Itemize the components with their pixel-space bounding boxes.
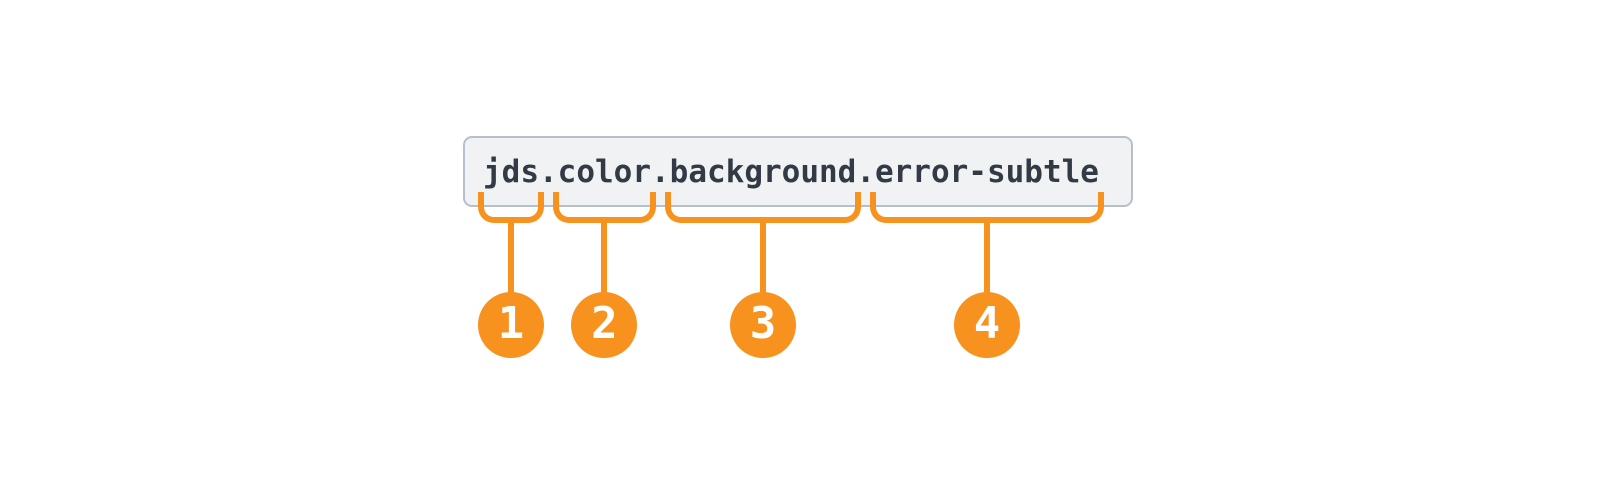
connector-line — [983, 218, 990, 293]
token-separator: . — [539, 153, 558, 190]
token-segment-category: color — [557, 153, 651, 190]
number-badge-3: 3 — [729, 292, 796, 358]
badge-label: 2 — [591, 297, 618, 349]
callout-namespace: 1 — [478, 192, 544, 358]
token-box: jds.color.background.error-subtle — [463, 136, 1133, 207]
badge-label: 1 — [497, 297, 525, 349]
badge-label: 4 — [973, 297, 1001, 349]
badge-label: 3 — [749, 297, 777, 349]
number-badge-2: 2 — [571, 292, 638, 358]
token-separator: . — [856, 153, 875, 190]
callout-variant: 4 — [869, 192, 1104, 358]
token-segment-property: background — [669, 153, 857, 190]
connector-line — [508, 218, 514, 293]
connector-line — [601, 218, 608, 293]
number-badge-1: 1 — [478, 292, 544, 358]
callout-property: 3 — [664, 192, 862, 358]
token-segment-namespace: jds — [483, 153, 539, 190]
callout-category: 2 — [552, 192, 656, 358]
connector-line — [759, 218, 766, 293]
token-segment-variant: error-subtle — [874, 153, 1099, 190]
token-separator: . — [651, 153, 670, 190]
number-badge-4: 4 — [953, 292, 1020, 358]
